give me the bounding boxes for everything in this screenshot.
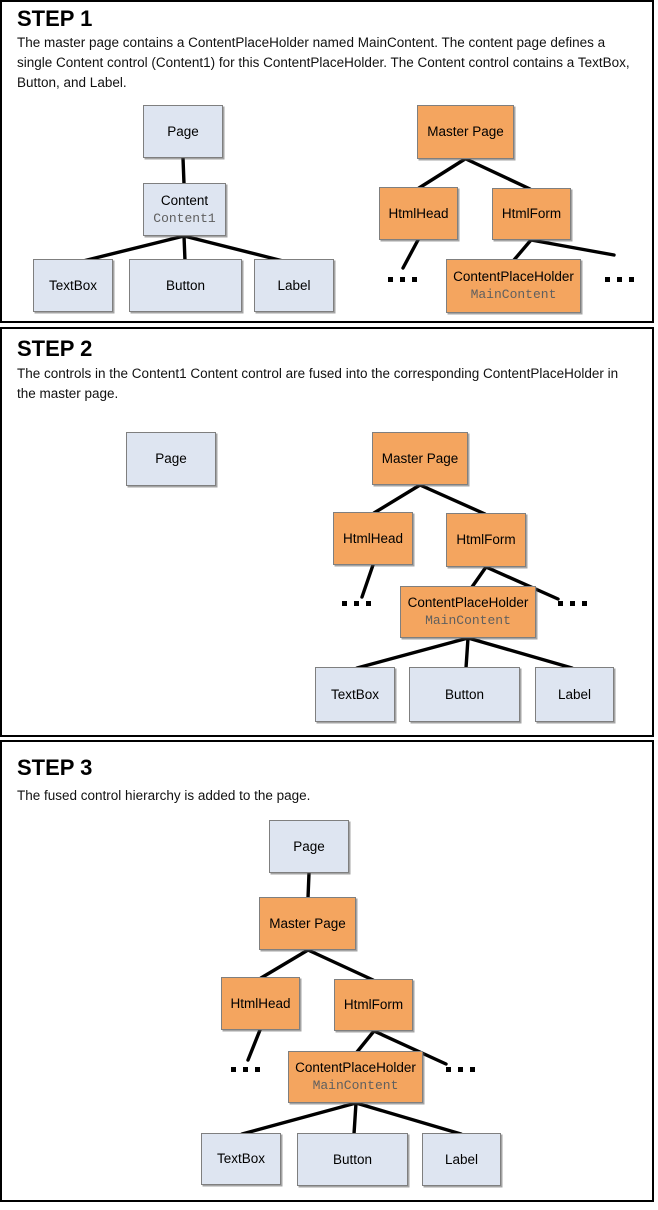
step2-node-master-page: Master Page [372,432,468,485]
step3-description: The fused control hierarchy is added to … [17,788,311,803]
step2-node-button: Button [409,667,520,722]
step1-node-button: Button [129,259,242,312]
step3-node-htmlhead: HtmlHead [221,977,300,1030]
step3-node-contentplaceholder: ContentPlaceHolder MainContent [288,1051,423,1103]
step3-node-label: Label [422,1133,501,1186]
ellipsis-icon [446,1067,475,1072]
step1-node-label: Label [254,259,334,312]
step2-heading: STEP 2 [17,336,93,361]
node-label: Button [332,1151,373,1167]
step2-node-contentplaceholder: ContentPlaceHolder MainContent [400,586,536,638]
node-label: Label [277,277,311,293]
step1-description: The master page contains a ContentPlaceH… [17,35,630,90]
step1-node-content: Content Content1 [143,183,226,236]
step3-node-htmlform: HtmlForm [334,979,413,1031]
node-label: Button [165,277,206,293]
step2-node-htmlform: HtmlForm [446,513,526,567]
node-label: TextBox [48,277,98,293]
ellipsis-icon [342,601,371,606]
step3-heading: STEP 3 [17,755,93,780]
node-sublabel: Content1 [153,210,216,226]
node-label: Master Page [269,915,346,931]
node-sublabel: MainContent [470,287,557,302]
node-label: Page [167,123,199,139]
node-label: Button [444,686,485,702]
step1-node-textbox: TextBox [33,259,113,312]
step2-node-htmlhead: HtmlHead [333,512,413,565]
node-label: HtmlForm [501,206,562,221]
node-label: HtmlForm [343,997,404,1012]
step3-node-textbox: TextBox [201,1133,281,1185]
step3-node-page: Page [269,820,349,873]
step1-node-contentplaceholder: ContentPlaceHolder MainContent [446,259,581,313]
node-sublabel: MainContent [425,613,511,628]
node-label: HtmlHead [230,995,291,1011]
step2-description: The controls in the Content1 Content con… [17,366,619,401]
step2-node-textbox: TextBox [315,667,395,722]
node-label: ContentPlaceHolder [295,1060,416,1075]
node-label: Master Page [381,450,459,466]
node-label: Page [293,838,325,854]
node-label: Content [160,192,209,208]
node-label: ContentPlaceHolder [453,269,574,284]
step1-node-htmlform: HtmlForm [492,188,571,240]
node-label: Label [444,1151,479,1167]
node-label: Label [557,686,592,702]
ellipsis-icon [388,277,417,282]
step1-heading: STEP 1 [17,6,93,31]
node-label: HtmlHead [342,530,404,546]
ellipsis-icon [231,1067,260,1072]
step1-node-htmlhead: HtmlHead [379,187,458,240]
node-label: TextBox [330,686,380,702]
node-label: HtmlHead [388,205,449,221]
step3-node-button: Button [297,1133,408,1186]
node-label: HtmlForm [456,532,516,547]
step2-node-page: Page [126,432,216,486]
node-label: TextBox [216,1151,266,1166]
step1-node-master-page: Master Page [417,105,514,159]
node-sublabel: MainContent [312,1078,399,1093]
ellipsis-icon [605,277,634,282]
step2-node-label: Label [535,667,614,722]
step3-node-master-page: Master Page [259,897,356,950]
ellipsis-icon [558,601,587,606]
node-label: Master Page [427,124,504,139]
step1-node-page: Page [143,105,223,158]
node-label: Page [155,451,187,466]
node-label: ContentPlaceHolder [407,595,529,610]
